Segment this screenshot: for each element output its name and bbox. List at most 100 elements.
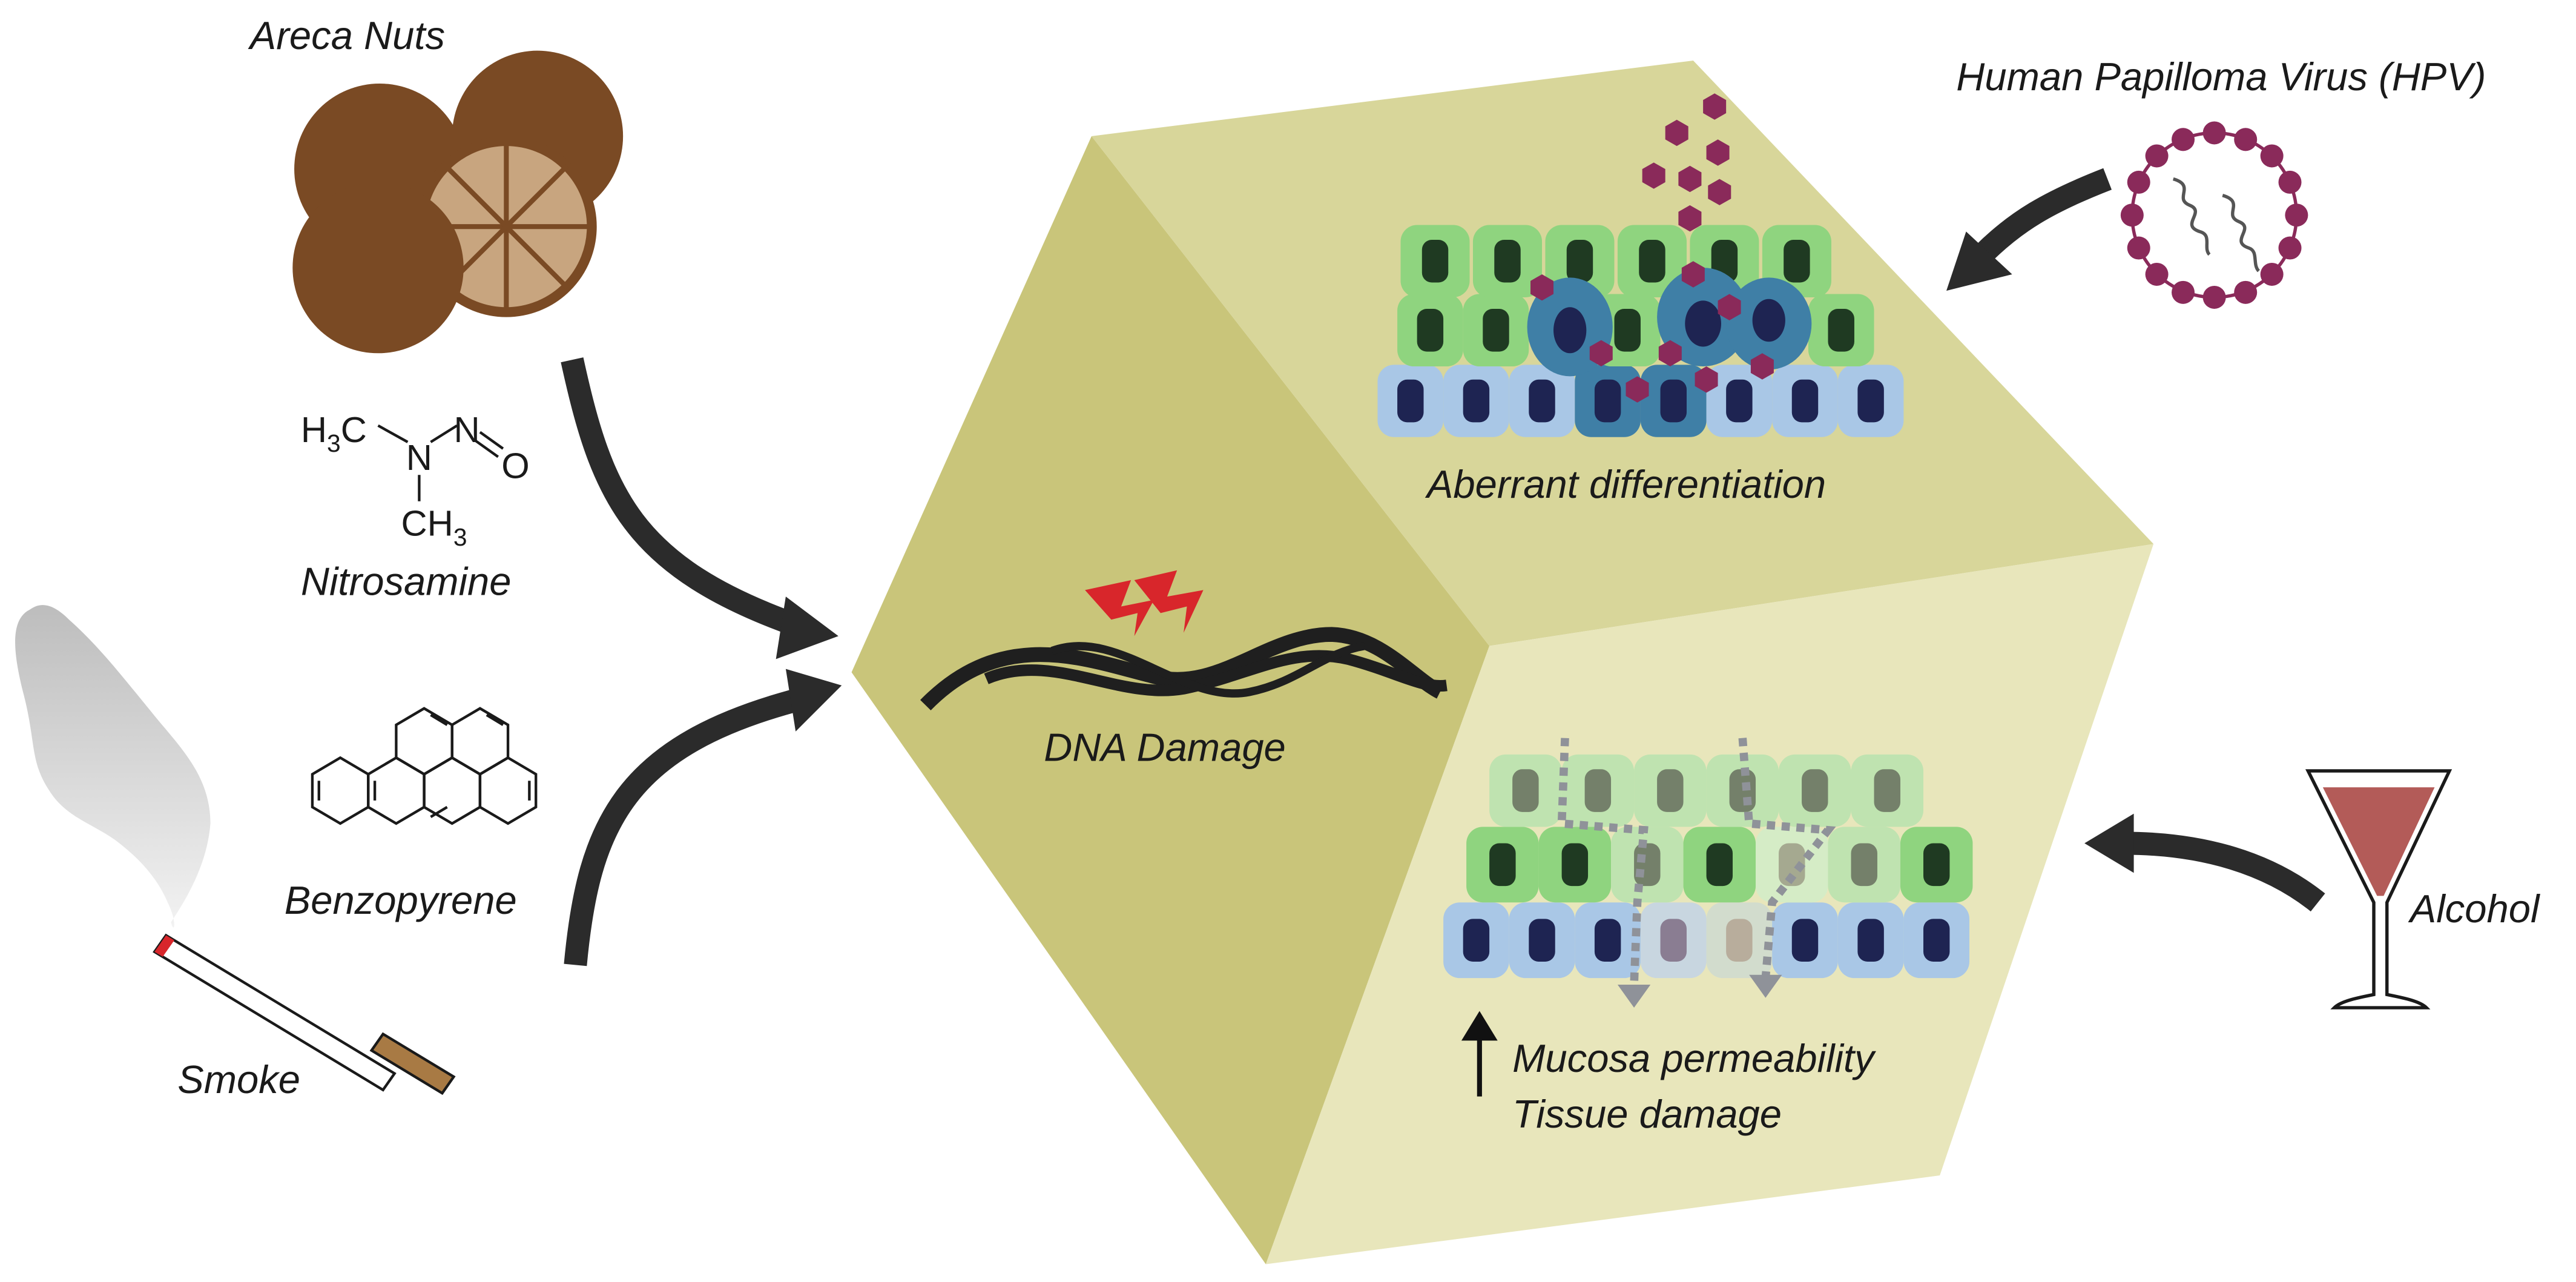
- basal-cell-layer: [1443, 902, 1970, 979]
- nucleus: [1706, 843, 1733, 887]
- nucleus: [1660, 379, 1687, 423]
- h3c-h: H: [301, 409, 327, 450]
- viral-dna: [2172, 177, 2211, 256]
- dna-strand-2: [984, 650, 1448, 696]
- nucleus: [1463, 379, 1490, 423]
- suprabasal-cell-layer: [1397, 294, 1874, 367]
- hpv-virus-icon: [2120, 121, 2308, 309]
- nucleus: [1529, 919, 1555, 962]
- nucleus: [1657, 769, 1684, 812]
- virus-particle: [1678, 165, 1702, 193]
- virus-particle: [1708, 179, 1731, 205]
- nucleus: [1594, 379, 1621, 423]
- nitrogen-atom-2: N: [453, 409, 479, 450]
- double-bond: [479, 431, 504, 450]
- ch3-sub: 3: [453, 523, 467, 551]
- nucleus: [1784, 239, 1810, 283]
- cube-left-face: [851, 136, 1490, 1264]
- superficial-cell-layer: [1489, 754, 1923, 827]
- bond: [377, 424, 409, 443]
- nucleus: [1489, 843, 1516, 887]
- nucleus: [1553, 307, 1587, 354]
- nucleus: [1802, 769, 1828, 812]
- virus-particle: [1681, 261, 1705, 288]
- dna-strand-3: [1050, 641, 1365, 698]
- oxygen-atom: O: [501, 446, 529, 486]
- virus-particle: [1626, 376, 1649, 403]
- nucleus: [1397, 379, 1424, 423]
- cigarette-ember: [154, 935, 174, 957]
- aberrant-differentiation-label: Aberrant differentiation: [1425, 462, 1826, 506]
- arrowhead-icon: [785, 669, 842, 732]
- alcohol-label: Alcohol: [2408, 887, 2540, 931]
- cube-right-face: [1265, 544, 2154, 1264]
- nucleus: [1779, 843, 1805, 887]
- basal-cell-layer: [1377, 365, 1904, 437]
- nucleus: [1634, 843, 1661, 887]
- h3c-sub: 3: [327, 429, 341, 457]
- increase-arrow-icon: [1461, 1011, 1498, 1041]
- nucleus: [1923, 843, 1950, 887]
- virus-particle: [1678, 205, 1702, 232]
- nucleus: [1752, 299, 1785, 342]
- suprabasal-cell-layer: [1466, 827, 1973, 903]
- double-bond: [474, 439, 499, 458]
- nucleus: [1726, 379, 1753, 423]
- benzene-ring: [450, 707, 510, 776]
- benzene-ring: [423, 756, 482, 825]
- arrow-alcohol-to-cube: [2124, 831, 2325, 912]
- virus-particle: [1703, 93, 1727, 120]
- wine-liquid: [2322, 787, 2435, 896]
- alcohol-group: Alcohol: [2305, 769, 2540, 1009]
- dna-damage-group: DNA Damage: [920, 570, 1448, 770]
- nucleus: [1828, 308, 1854, 352]
- ch3-ch: CH: [401, 503, 453, 544]
- nitrogen-atom: N: [406, 437, 432, 478]
- nucleus: [1594, 919, 1621, 962]
- aberrant-differentiation-tissue: Aberrant differentiation: [1377, 93, 1904, 506]
- areca-nuts-label: Areca Nuts: [248, 13, 445, 58]
- areca-nuts-group: Areca Nuts: [248, 13, 624, 354]
- arrow-hpv-to-cube: [1974, 168, 2112, 263]
- virus-particle: [1750, 353, 1774, 380]
- permeation-path: [1738, 738, 1836, 979]
- permeation-path: [1557, 738, 1649, 985]
- nucleus: [1857, 919, 1884, 962]
- areca-nut-cross-section: [415, 136, 597, 317]
- nitrosamine-label: Nitrosamine: [301, 559, 512, 603]
- nucleus: [1561, 843, 1589, 887]
- lightning-icon: [1085, 580, 1155, 636]
- arrowhead-icon: [2084, 813, 2134, 873]
- benzene-ring: [311, 756, 370, 825]
- nucleus: [1494, 239, 1521, 283]
- tissue-damage-label: Tissue damage: [1512, 1092, 1782, 1136]
- areca-nut: [292, 182, 464, 354]
- virus-particle: [1706, 139, 1730, 166]
- mucosa-permeability-tissue: Mucosa permeability Tissue damage: [1443, 738, 1973, 1136]
- nucleus: [1851, 843, 1877, 887]
- nucleus: [1584, 769, 1612, 812]
- nucleus: [1463, 919, 1490, 962]
- virus-particle: [1530, 274, 1554, 301]
- virus-particle: [1718, 294, 1741, 321]
- nucleus: [1566, 239, 1593, 283]
- arrows: [561, 168, 2325, 966]
- arrow-smoke-to-cube: [564, 687, 805, 966]
- virus-particle: [1589, 340, 1613, 367]
- nucleus: [1639, 239, 1665, 283]
- virus-particle: [1642, 162, 1665, 189]
- benzopyrene-structure: Benzopyrene: [285, 707, 538, 922]
- nitrosamine-structure: H3C N N O CH3 Nitrosamine: [301, 409, 530, 604]
- nucleus: [1483, 308, 1509, 352]
- benzene-ring: [395, 707, 453, 776]
- dna-damage-label: DNA Damage: [1044, 725, 1286, 770]
- cigarette-smoke-group: Smoke: [15, 605, 456, 1102]
- nucleus: [1512, 769, 1539, 812]
- benzene-ring: [478, 756, 538, 825]
- mucosa-permeability-label: Mucosa permeability: [1512, 1036, 1876, 1080]
- arrow-areca-to-cube: [561, 357, 803, 637]
- nucleus: [1660, 919, 1687, 962]
- h3c-c: C: [341, 409, 367, 450]
- svg-text:CH3: CH3: [401, 503, 467, 551]
